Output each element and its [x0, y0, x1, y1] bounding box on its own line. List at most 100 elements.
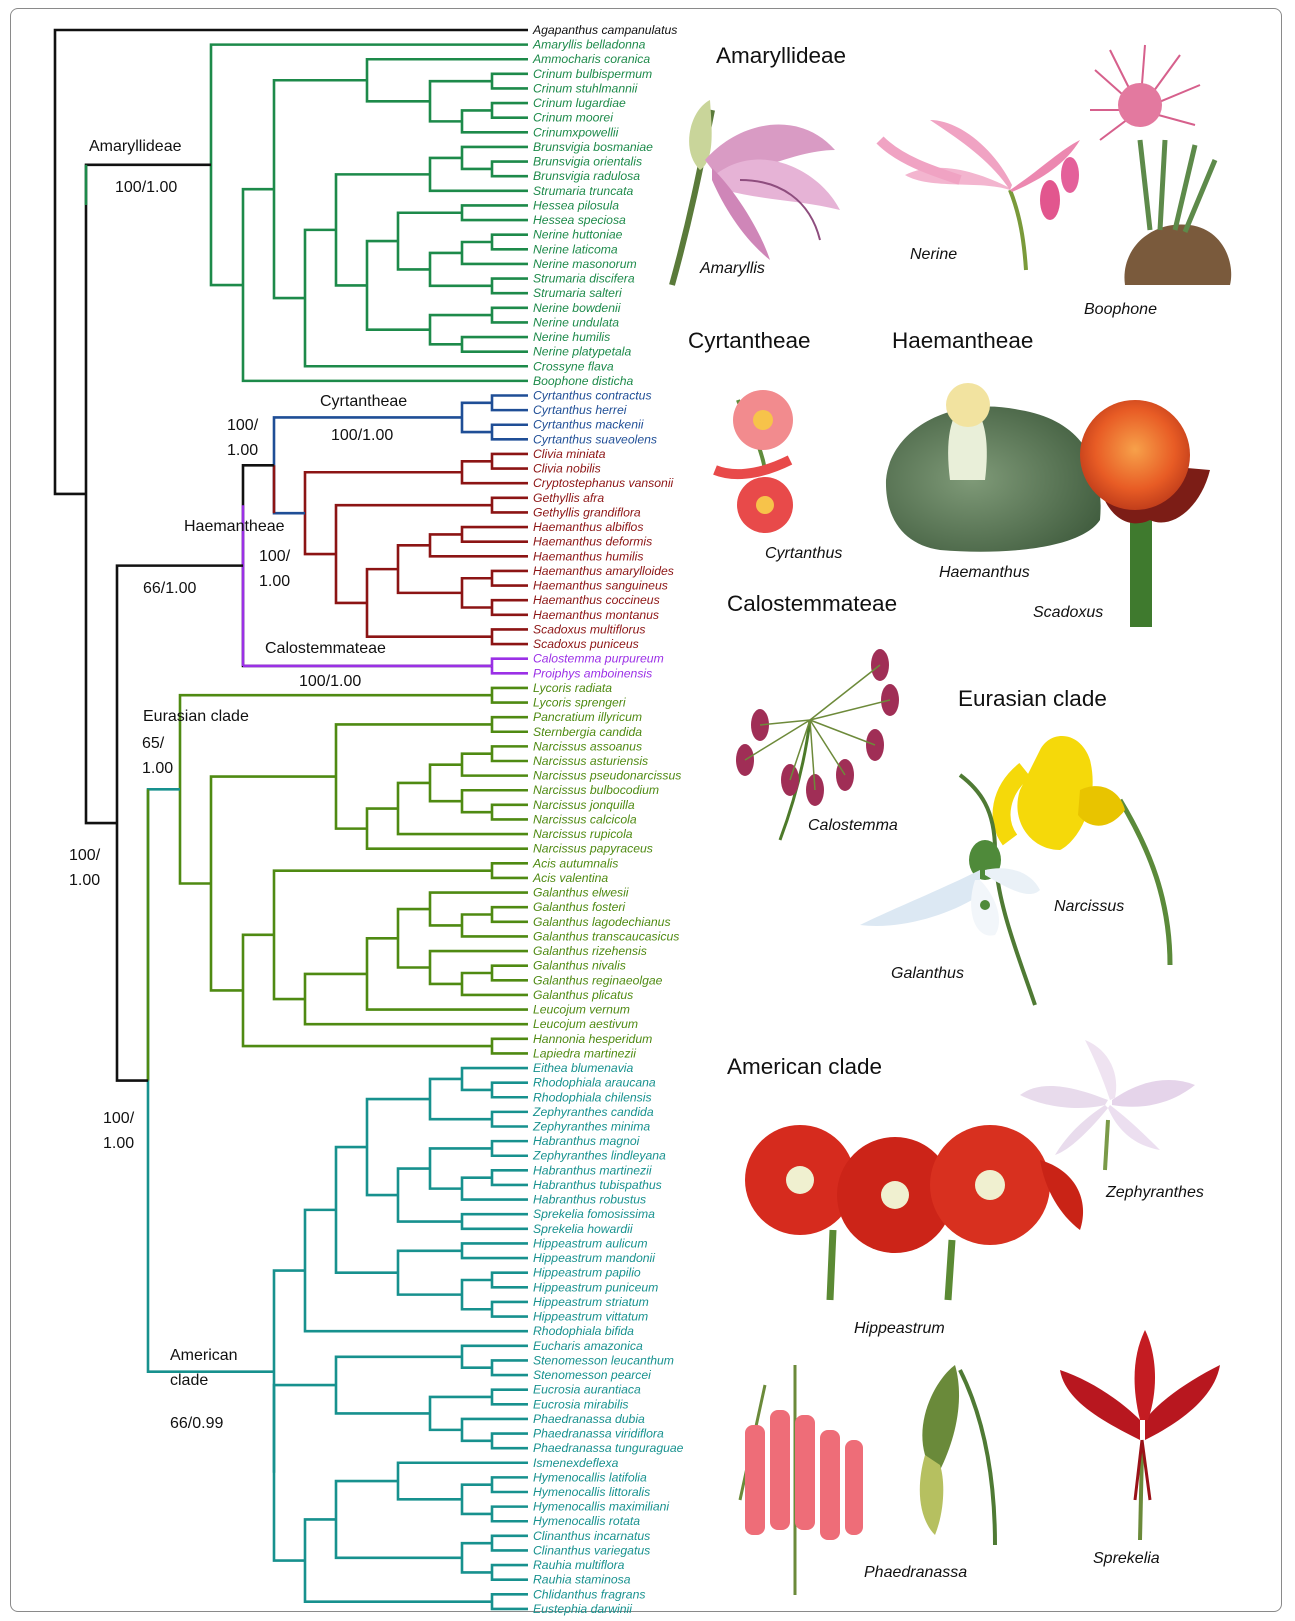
support-calostemmateae: 100/1.00: [299, 673, 361, 690]
tree-branch: [55, 30, 528, 494]
tree-branch: [462, 205, 528, 220]
tree-branch: [336, 505, 492, 603]
tree-branch: [398, 909, 430, 967]
taxon-label: Hessea pilosula: [533, 198, 619, 212]
caption-nerine: Nerine: [910, 246, 957, 263]
taxon-label: Agapanthus campanulatus: [532, 23, 677, 37]
taxon-label: Galanthus reginaeolgae: [533, 973, 663, 987]
tree-branch: [492, 1594, 528, 1609]
taxon-label: Leucojum vernum: [533, 1003, 630, 1017]
taxon-label: Nerine masonorum: [533, 257, 637, 271]
calostemma-photo: [736, 649, 899, 840]
taxon-label: Sprekelia fomosissima: [533, 1207, 655, 1221]
tree-branch: [462, 1543, 492, 1572]
taxon-label: Hymenocallis littoralis: [533, 1485, 650, 1499]
taxon-label: Hippeastrum striatum: [533, 1295, 649, 1309]
caption-cyrtanthus: Cyrtanthus: [765, 545, 842, 562]
tree-branch: [492, 746, 528, 761]
taxon-label: Hippeastrum papilio: [533, 1266, 641, 1280]
support-core: 100/1.00: [69, 847, 101, 889]
tree-branch: [462, 1280, 492, 1309]
tree-branch: [492, 1565, 528, 1580]
taxon-label: Narcissus rupicola: [533, 827, 633, 841]
phaedranassa-photo: [740, 1365, 995, 1595]
taxon-label: Lycoris sprengeri: [533, 696, 626, 710]
caption-haemanthus: Haemanthus: [939, 564, 1030, 581]
tree-branch: [462, 754, 528, 776]
taxon-label: Habranthus martinezii: [533, 1163, 652, 1177]
taxon-label: Strumaria salteri: [533, 286, 622, 300]
taxon-label: Narcissus asturiensis: [533, 754, 648, 768]
tree-branch: [492, 966, 528, 981]
support-american: 66/0.99: [170, 1415, 223, 1432]
taxon-label: Rauhia staminosa: [533, 1573, 631, 1587]
taxon-label: Narcissus papyraceus: [533, 842, 653, 856]
taxon-label: Nerine humilis: [533, 330, 610, 344]
heading-calostemmateae: Calostemmateae: [727, 591, 897, 616]
sprekelia-photo: [1060, 1330, 1220, 1540]
tree-branch: [492, 74, 528, 89]
heading-american-clade: American clade: [727, 1054, 882, 1079]
taxon-label: Eucrosia mirabilis: [533, 1397, 629, 1411]
taxon-label: Clivia nobilis: [533, 462, 601, 476]
tree-branches: [55, 30, 528, 1609]
taxon-label: Clinanthus incarnatus: [533, 1529, 650, 1543]
caption-boophone: Boophone: [1084, 301, 1157, 318]
tree-branch: [305, 472, 462, 554]
taxon-label: Cyrtanthus herrei: [533, 403, 627, 417]
tree-branch: [492, 1083, 528, 1098]
tree-branch: [462, 527, 528, 542]
tree-branch: [462, 578, 492, 607]
taxon-label: Hymenocallis maximiliani: [533, 1500, 669, 1514]
tree-branch: [492, 425, 528, 440]
tree-branch: [430, 765, 462, 802]
tree-branch: [492, 571, 528, 586]
taxon-label: Galanthus elwesii: [533, 886, 629, 900]
taxon-label: Haemanthus sanguineus: [533, 579, 668, 593]
tree-branch: [462, 1214, 528, 1229]
caption-narcissus: Narcissus: [1054, 898, 1124, 915]
tree-branch: [492, 1039, 528, 1054]
taxon-label: Crinumxpowellii: [533, 125, 619, 139]
tree-branch: [492, 103, 528, 118]
tree-branch: [492, 454, 528, 469]
taxon-label: Haemanthus coccineus: [533, 593, 660, 607]
taxon-label: Rhodophiala araucana: [533, 1076, 656, 1090]
tree-branch: [492, 659, 528, 674]
taxon-label: Gethyllis grandiflora: [533, 505, 641, 519]
support-haemantheae: 100/1.00: [259, 548, 291, 590]
taxon-label: Cyrtanthus contractus: [533, 389, 652, 403]
taxon-label: Haemanthus amarylloides: [533, 564, 674, 578]
tree-branch: [274, 871, 492, 999]
taxon-label: Phaedranassa viridiflora: [533, 1427, 664, 1441]
caption-galanthus: Galanthus: [891, 965, 964, 982]
taxon-label: Narcissus assoanus: [533, 739, 642, 753]
tree-branch: [367, 809, 528, 849]
tree-branch: [462, 461, 528, 483]
tree-branch: [462, 973, 528, 995]
taxon-label: Eucrosia aurantiaca: [533, 1383, 641, 1397]
taxon-label: Habranthus tubispathus: [533, 1178, 662, 1192]
taxon-label: Galanthus plicatus: [533, 988, 633, 1002]
clade-label-calostemmateae: Calostemmateae: [265, 640, 386, 657]
taxon-label: Acis valentina: [532, 871, 608, 885]
heading-cyrtantheae: Cyrtantheae: [688, 328, 811, 353]
heading-eurasian-clade: Eurasian clade: [958, 686, 1107, 711]
clade-labels: Amaryllideae 100/1.00 Cyrtantheae 100/1.…: [69, 138, 407, 1432]
taxon-label: Strumaria discifera: [533, 272, 635, 286]
taxon-label: Nerine undulata: [533, 315, 619, 329]
clade-label-amaryllideae: Amaryllideae: [89, 138, 182, 155]
taxon-label: Phaedranassa tunguraguae: [533, 1441, 684, 1455]
taxon-label: Nerine laticoma: [533, 242, 618, 256]
taxon-label: Hannonia hesperidum: [533, 1032, 652, 1046]
taxon-label: Brunsvigia bosmaniae: [533, 140, 653, 154]
taxon-label: Hymenocallis rotata: [533, 1514, 640, 1528]
tree-branch: [462, 915, 528, 937]
tree-branch: [336, 1357, 462, 1414]
taxon-label: Eucharis amazonica: [533, 1339, 643, 1353]
tree-branch: [492, 1360, 528, 1375]
caption-amaryllis: Amaryllis: [699, 260, 765, 277]
taxon-label: Ammocharis coranica: [532, 52, 650, 66]
heading-amaryllideae: Amaryllideae: [716, 43, 846, 68]
tree-branch: [492, 907, 528, 922]
